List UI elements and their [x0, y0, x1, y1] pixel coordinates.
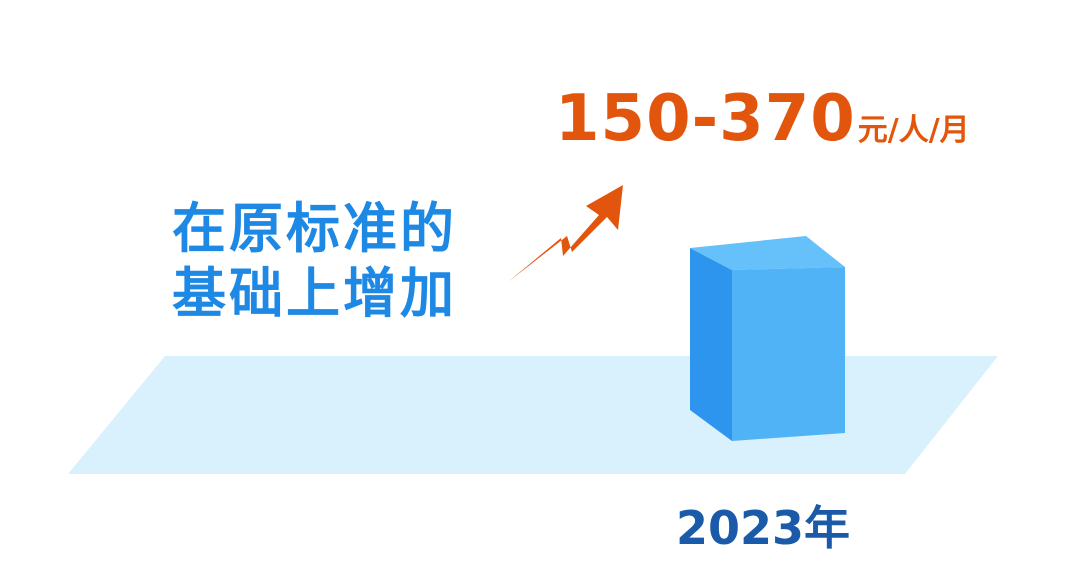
bar-side-face	[690, 248, 732, 441]
increase-description: 在原标准的 基础上增加	[172, 196, 512, 326]
bar-front-face	[732, 267, 845, 441]
year-label: 2023年	[676, 501, 851, 555]
amount-value: 150-370	[555, 82, 856, 156]
floor-platform	[68, 356, 998, 474]
amount-label: 150-370元/人/月	[555, 82, 1035, 162]
description-line-1: 在原标准的	[172, 197, 457, 260]
increase-arrow-icon	[508, 185, 623, 282]
amount-unit: 元/人/月	[857, 113, 970, 148]
description-line-2: 基础上增加	[172, 262, 457, 325]
bar-top-face	[690, 236, 845, 270]
